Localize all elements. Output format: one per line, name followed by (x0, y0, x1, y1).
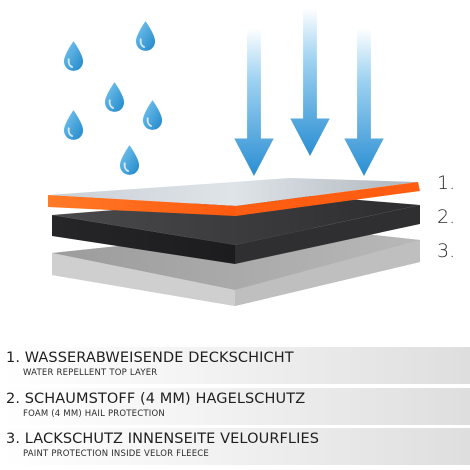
layer-top (48, 178, 420, 216)
arrow-down-icon (290, 8, 330, 156)
legend-title-2: 2. SCHAUMSTOFF (4 MM) HAGELSCHUTZ (6, 391, 306, 407)
legend-title-1: 1. WASSERABWEISENDE DECKSCHICHT (6, 350, 294, 366)
legend-row-2: 2. SCHAUMSTOFF (4 MM) HAGELSCHUTZ FOAM (… (0, 388, 470, 425)
legend-subtitle-3: PAINT PROTECTION INSIDE VELOR FLEECE (23, 449, 209, 459)
legend-row-background (0, 347, 470, 384)
legend-row-background (0, 428, 470, 465)
pressure-arrows (234, 8, 384, 176)
water-drop-icon (103, 81, 126, 113)
water-drop-icon (141, 99, 164, 131)
legend-subtitle-1: WATER REPELLENT TOP LAYER (23, 368, 158, 378)
layer-number-2: 2. (437, 206, 456, 228)
water-drop-icon (134, 20, 157, 52)
water-drop-icon (118, 144, 141, 176)
legend-row-1: 1. WASSERABWEISENDE DECKSCHICHT WATER RE… (0, 347, 470, 384)
water-drop-icon (62, 109, 85, 141)
layer-number-1: 1. (437, 172, 456, 194)
layer-foam (52, 195, 420, 264)
legend-row-background (0, 388, 470, 425)
layer-number-3: 3. (437, 240, 456, 262)
arrow-down-icon (234, 28, 274, 176)
water-drop-icon (62, 40, 85, 72)
arrow-down-icon (344, 28, 384, 176)
legend-subtitle-2: FOAM (4 MM) HAIL PROTECTION (23, 409, 165, 419)
layer-illustration (48, 8, 420, 306)
legend-title-3: 3. LACKSCHUTZ INNENSEITE VELOURFLIES (6, 431, 320, 447)
water-drops (62, 20, 164, 176)
legend-row-3: 3. LACKSCHUTZ INNENSEITE VELOURFLIES PAI… (0, 428, 470, 465)
